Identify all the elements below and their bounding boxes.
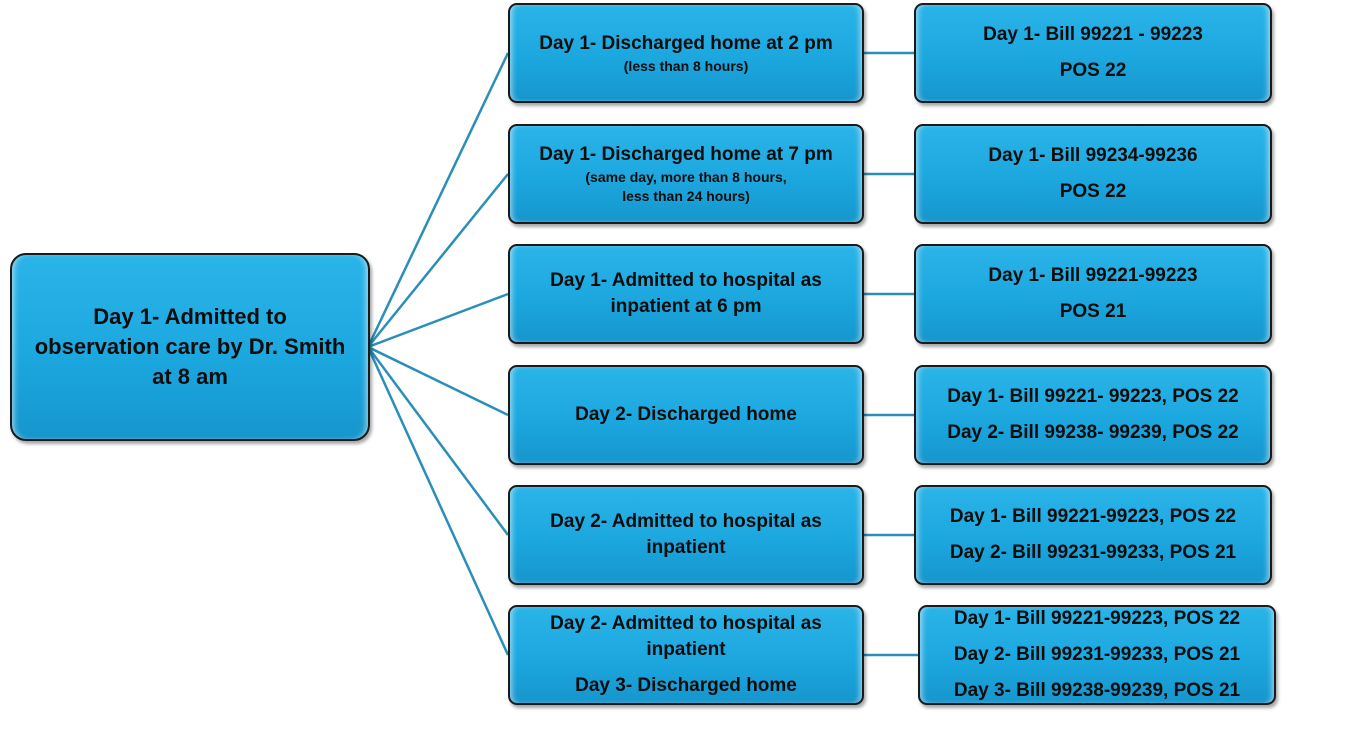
billing-line: Day 1- Bill 99234-99236 xyxy=(988,145,1198,166)
outcome-node-2: Day 1- Discharged home at 7 pm (same day… xyxy=(508,124,864,224)
outcome-node-4: Day 2- Discharged home xyxy=(508,365,864,465)
outcome-node-6: Day 2- Admitted to hospital as inpatient… xyxy=(508,605,864,705)
outcome-node-1: Day 1- Discharged home at 2 pm (less tha… xyxy=(508,3,864,103)
billing-line: Day 2- Bill 99231-99233, POS 21 xyxy=(953,644,1241,665)
root-line: observation care by Dr. Smith xyxy=(34,334,346,359)
billing-line: Day 2- Bill 99238- 99239, POS 22 xyxy=(947,422,1239,443)
root-to-outcome-connector xyxy=(367,345,509,417)
billing-node-4: Day 1- Bill 99221- 99223, POS 22 Day 2- … xyxy=(914,365,1272,465)
root-to-outcome-connector xyxy=(366,346,510,656)
billing-node-6: Day 1- Bill 99221-99223, POS 22 Day 2- B… xyxy=(918,605,1276,705)
billing-node-3: Day 1- Bill 99221-99223 POS 21 xyxy=(914,244,1272,344)
billing-line: Day 1- Bill 99221-99223, POS 22 xyxy=(953,608,1241,629)
outcome-text: Day 1- Discharged home at 2 pm xyxy=(539,32,833,54)
billing-node-1: Day 1- Bill 99221 - 99223 POS 22 xyxy=(914,3,1272,103)
outcome-text: Day 2- Admitted to hospital as xyxy=(550,613,822,634)
root-to-outcome-connector xyxy=(366,346,510,536)
outcome-text: inpatient at 6 pm xyxy=(610,296,762,317)
outcome-subtext: (same day, more than 8 hours, xyxy=(585,169,787,185)
root-to-outcome-connector xyxy=(366,52,510,348)
billing-line: POS 21 xyxy=(1059,301,1127,322)
root-line: at 8 am xyxy=(152,364,228,389)
root-to-outcome-connector xyxy=(367,292,509,349)
billing-node-2: Day 1- Bill 99234-99236 POS 22 xyxy=(914,124,1272,224)
outcome-text: Day 1- Admitted to hospital as xyxy=(550,270,822,291)
billing-line: Day 2- Bill 99231-99233, POS 21 xyxy=(949,542,1237,563)
root-to-outcome-connector xyxy=(367,173,509,348)
outcome-subtext: less than 24 hours) xyxy=(622,188,750,204)
billing-line: POS 22 xyxy=(1059,181,1127,202)
outcome-node-3: Day 1- Admitted to hospital as inpatient… xyxy=(508,244,864,344)
billing-line: Day 3- Bill 99238-99239, POS 21 xyxy=(953,680,1241,701)
outcome-text: Day 3- Discharged home xyxy=(575,675,797,696)
billing-line: Day 1- Bill 99221- 99223, POS 22 xyxy=(947,386,1239,407)
outcome-subtext: (less than 8 hours) xyxy=(623,57,749,74)
outcome-node-5: Day 2- Admitted to hospital as inpatient xyxy=(508,485,864,585)
billing-line: Day 1- Bill 99221-99223 xyxy=(988,265,1198,286)
root-line: Day 1- Admitted to xyxy=(93,304,287,329)
billing-node-5: Day 1- Bill 99221-99223, POS 22 Day 2- B… xyxy=(914,485,1272,585)
billing-line: Day 1- Bill 99221 - 99223 xyxy=(983,24,1203,45)
outcome-text: Day 2- Admitted to hospital as xyxy=(550,511,822,532)
root-node-observation-admission: Day 1- Admitted to observation care by D… xyxy=(10,253,370,441)
billing-line: POS 22 xyxy=(1059,60,1127,81)
outcome-text: Day 2- Discharged home xyxy=(575,404,797,425)
outcome-text: Day 1- Discharged home at 7 pm xyxy=(539,144,833,165)
billing-line: Day 1- Bill 99221-99223, POS 22 xyxy=(949,506,1237,527)
outcome-text: inpatient xyxy=(646,537,726,558)
outcome-text: inpatient xyxy=(646,639,726,660)
